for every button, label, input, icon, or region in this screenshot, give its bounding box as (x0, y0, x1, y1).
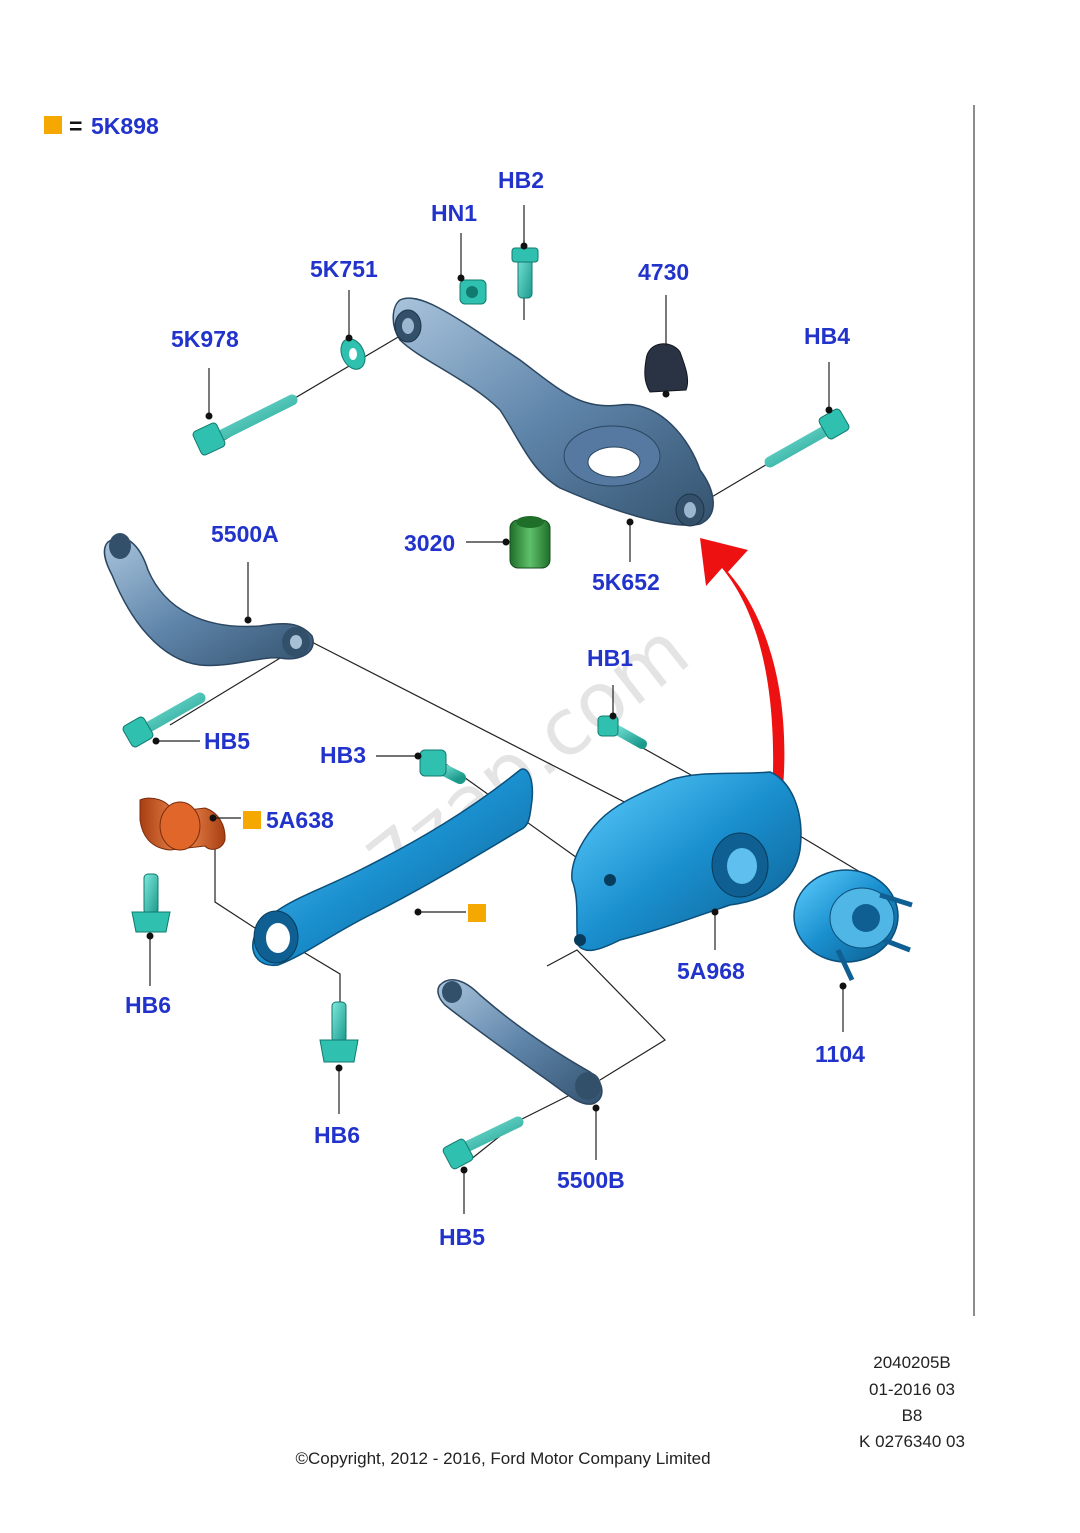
label-5k978: 5K978 (171, 326, 239, 352)
lower-control-arm-5k652 (392, 297, 714, 527)
lower-link-5500b (437, 979, 603, 1105)
legend: = 5K898 (44, 113, 159, 139)
drawing-metadata: 2040205B 01-2016 03 B8 K 0276340 03 (859, 1353, 965, 1451)
label-5k751: 5K751 (310, 256, 378, 282)
label-hb1: HB1 (587, 645, 633, 671)
label-hb6-left: HB6 (125, 992, 171, 1018)
washer-5k751 (340, 338, 366, 370)
label-5a638: 5A638 (266, 807, 334, 833)
wheel-hub-1104 (793, 869, 913, 982)
label-5a968: 5A968 (677, 958, 745, 984)
label-hb5-bottom: HB5 (439, 1224, 485, 1250)
bolt-hb5-bottom (442, 1116, 524, 1170)
bushing-3020 (509, 516, 551, 569)
label-hb6-mid: HB6 (314, 1122, 360, 1148)
bolt-5k978 (192, 394, 298, 456)
label-4730: 4730 (638, 259, 689, 285)
bolt-hb2 (511, 247, 539, 299)
bump-stop-4730 (644, 343, 689, 393)
meta-line-4: K 0276340 03 (859, 1432, 965, 1451)
trailing-arm-5k898-marker (468, 904, 486, 922)
label-5500b: 5500B (557, 1167, 625, 1193)
reassembly-arrow (700, 538, 785, 800)
bolt-hb1 (597, 715, 647, 749)
bolt-hb6-left (131, 873, 171, 933)
label-5500a: 5500A (211, 521, 279, 547)
label-hb3: HB3 (320, 742, 366, 768)
part-labels: HB2 HN1 5K751 5K978 4730 HB4 3020 5K652 … (125, 167, 865, 1250)
label-leaders (149, 205, 844, 1214)
leader-dots (146, 242, 847, 1174)
legend-equals: = (69, 113, 82, 139)
nut-hn1 (459, 279, 487, 305)
upper-arm-5500a (103, 533, 314, 667)
label-hn1: HN1 (431, 200, 477, 226)
trailing-arm (252, 768, 534, 967)
legend-marker (44, 116, 62, 134)
label-hb2: HB2 (498, 167, 544, 193)
label-hb4: HB4 (804, 323, 850, 349)
label-3020: 3020 (404, 530, 455, 556)
meta-line-3: B8 (902, 1406, 923, 1425)
meta-line-2: 01-2016 03 (869, 1380, 955, 1399)
bushing-5a638 (139, 797, 226, 851)
copyright: ©Copyright, 2012 - 2016, Ford Motor Comp… (295, 1449, 710, 1468)
bolt-hb6-mid (319, 1001, 359, 1063)
bolt-hb5-top (122, 692, 206, 748)
bolt-hb4 (764, 408, 850, 468)
label-hb5-top: HB5 (204, 728, 250, 754)
label-1104: 1104 (815, 1041, 865, 1067)
label-5k652: 5K652 (592, 569, 660, 595)
knuckle-5a968 (571, 771, 802, 952)
bushing-5k898-marker (243, 811, 261, 829)
meta-line-1: 2040205B (873, 1353, 951, 1372)
legend-code: 5K898 (91, 113, 159, 139)
bolt-hb3 (419, 749, 466, 784)
